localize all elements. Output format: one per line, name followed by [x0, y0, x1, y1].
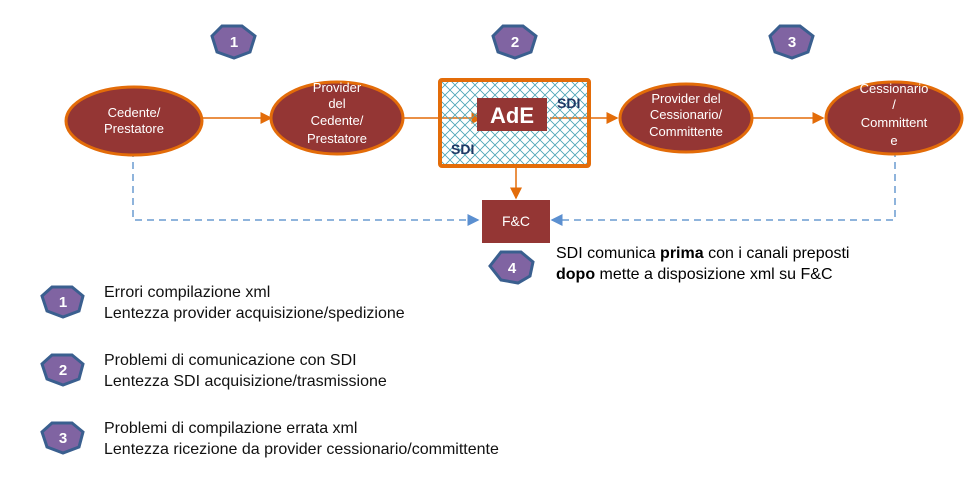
legend-badge-3: 3: [40, 421, 85, 455]
legend-item-1-line2: Lentezza provider acquisizione/spedizion…: [104, 305, 405, 322]
fc-label: F&C: [502, 213, 530, 229]
node-provider-cessionario-line1: Provider del: [651, 91, 720, 106]
node-provider-cedente-line2: del: [328, 96, 345, 111]
dashed-arrow-cedente-fc: [132, 150, 480, 226]
ade-box: [477, 98, 547, 131]
node-provider-cessionario-line2: Cessionario/: [650, 107, 723, 122]
legend-badge-2-label: 2: [59, 362, 67, 379]
node-provider-cessionario: Provider del Cessionario/ Committente: [618, 82, 754, 154]
badge-1-label: 1: [230, 34, 238, 51]
badge-3-label: 3: [788, 34, 796, 51]
node-provider-cedente: Provider del Cedente/ Prestatore: [269, 80, 405, 156]
legend-item-2-line1: Problemi di comunicazione con SDI: [104, 352, 357, 369]
legend-item-3-line2: Lentezza ricezione da provider cessionar…: [104, 441, 499, 458]
note-bold-dopo: dopo: [556, 266, 596, 283]
sdi-note: SDI comunica prima con i canali preposti…: [556, 243, 849, 285]
legend-badge-1: 1: [40, 285, 85, 319]
node-cessionario-line3: Committent: [861, 115, 928, 130]
sdi-box: AdE SDI SDI: [438, 78, 591, 168]
node-provider-cedente-line3: Cedente/: [311, 113, 364, 128]
badge-4-label: 4: [508, 260, 517, 277]
legend-item-3-line1: Problemi di compilazione errata xml: [104, 420, 358, 437]
sdi-note-line1: SDI comunica prima con i canali preposti: [556, 243, 849, 264]
sdi-label-top: SDI: [557, 95, 580, 111]
sdi-note-line2: dopo mette a disposizione xml su F&C: [556, 264, 849, 285]
node-cessionario: Cessionario / Committent e: [824, 80, 964, 156]
legend-item-2: Problemi di comunicazione con SDI Lentez…: [104, 350, 387, 392]
sdi-label-bottom: SDI: [451, 141, 474, 157]
node-provider-cedente-line4: Prestatore: [307, 131, 367, 146]
legend-item-1: Errori compilazione xml Lentezza provide…: [104, 282, 405, 324]
badge-1: 1: [210, 24, 257, 60]
badge-2: 2: [491, 24, 538, 60]
badge-4: 4: [488, 250, 535, 285]
legend-item-1-line1: Errori compilazione xml: [104, 284, 271, 301]
node-cessionario-line2: /: [892, 97, 896, 112]
badge-2-label: 2: [511, 34, 519, 51]
ade-label: AdE: [490, 103, 534, 128]
node-cedente-line2: Prestatore: [104, 121, 164, 136]
node-cessionario-line1: Cessionario: [860, 81, 929, 96]
badge-3: 3: [768, 24, 815, 60]
node-provider-cedente-line1: Provider: [313, 80, 362, 95]
note-text: con i canali preposti: [703, 245, 850, 262]
node-cedente: Cedente/ Prestatore: [64, 85, 204, 157]
node-cessionario-line4: e: [890, 133, 897, 148]
dashed-arrow-cessionario-fc: [550, 150, 896, 226]
legend-badge-1-label: 1: [59, 294, 67, 311]
note-text: mette a disposizione xml su F&C: [595, 266, 833, 283]
legend-item-2-line2: Lentezza SDI acquisizione/trasmissione: [104, 373, 387, 390]
note-text: SDI comunica: [556, 245, 661, 262]
legend-item-3: Problemi di compilazione errata xml Lent…: [104, 418, 499, 460]
fc-box: F&C: [482, 200, 550, 243]
node-provider-cessionario-line3: Committente: [649, 124, 723, 139]
note-bold-prima: prima: [660, 245, 704, 262]
legend-badge-3-label: 3: [59, 430, 67, 447]
legend-badge-2: 2: [40, 353, 85, 387]
node-cedente-line1: Cedente/: [108, 105, 161, 120]
